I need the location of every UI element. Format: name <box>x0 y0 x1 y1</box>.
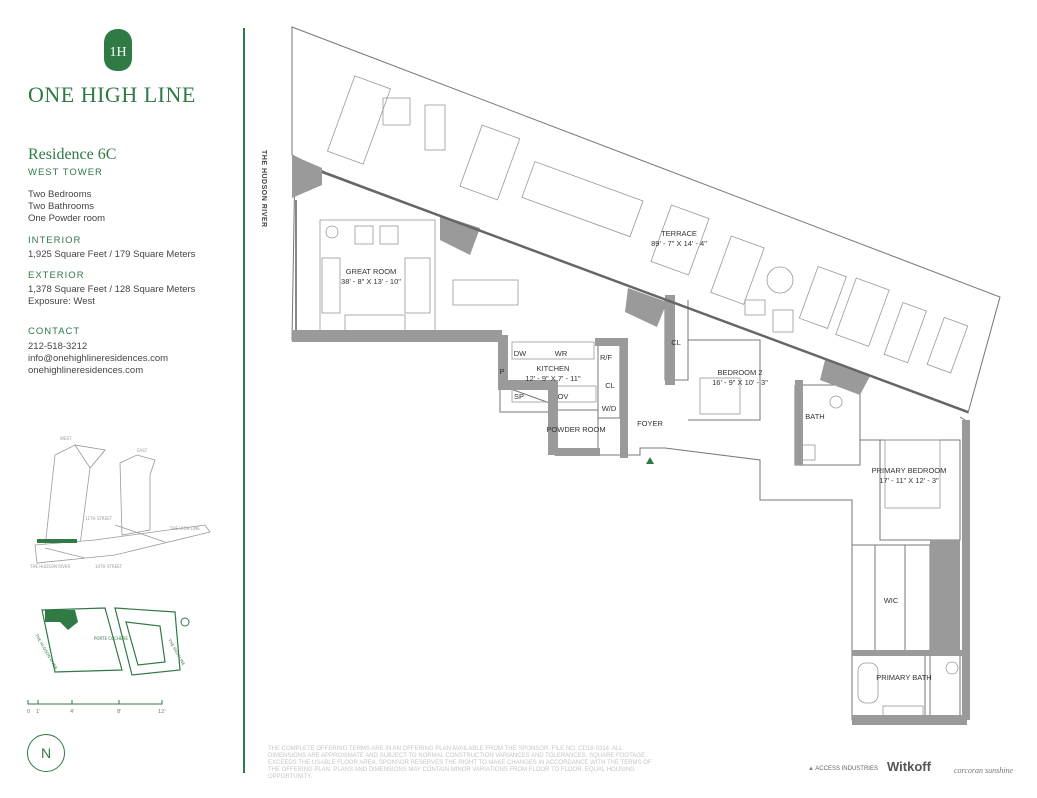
svg-text:11TH STREET: 11TH STREET <box>85 516 113 521</box>
svg-text:1': 1' <box>36 709 41 715</box>
floor-plan: THE HUDSON RIVER GREAT ROOM 38' - 8" X 1… <box>260 26 1001 725</box>
interior-area: 1,925 Square Feet / 179 Square Meters <box>28 249 196 260</box>
interior-heading: INTERIOR <box>28 235 82 246</box>
sidebar: 1H ONE HIGH LINE Residence 6C WEST TOWER… <box>0 0 245 798</box>
svg-text:12': 12' <box>158 709 166 715</box>
scale-bar: 0 1' 4' 8' 12' <box>27 700 166 715</box>
svg-text:THE HUDSON RIVER: THE HUDSON RIVER <box>34 632 59 670</box>
svg-text:EAST: EAST <box>137 448 148 453</box>
room-count-bedrooms: Two Bedrooms <box>28 189 92 200</box>
river-label: THE HUDSON RIVER <box>260 150 267 228</box>
svg-text:THE HUDSON RIVER: THE HUDSON RIVER <box>29 564 70 569</box>
access-industries-icon: ▲ <box>808 766 816 772</box>
ov-label: OV <box>558 392 569 401</box>
great-room-dims: 38' - 8" X 13' - 10" <box>341 277 401 286</box>
wic-label: WIC <box>884 596 899 605</box>
terrace-label: TERRACE <box>661 229 697 238</box>
contact-heading: CONTACT <box>28 326 81 337</box>
exposure: Exposure: West <box>28 296 95 307</box>
contact-website[interactable]: onehighlineresidences.com <box>28 365 144 376</box>
primary-bath-label: PRIMARY BATH <box>876 673 931 682</box>
svg-text:PORTE COCHERE: PORTE COCHERE <box>94 636 128 641</box>
kitchen-label: KITCHEN <box>537 364 570 373</box>
residence-title: Residence 6C <box>28 146 117 163</box>
corcoran-sunshine-logo: corcoran sunshine <box>954 766 1014 775</box>
sp-label: SP <box>514 392 524 401</box>
witkoff-logo: Witkoff <box>887 759 931 774</box>
svg-text:THE HIGH LINE: THE HIGH LINE <box>169 526 200 531</box>
great-room-label: GREAT ROOM <box>346 267 397 276</box>
pantry-label: P <box>499 367 504 376</box>
north-arrow: N <box>27 734 65 772</box>
one-high-line-logo-mark: 1H <box>104 29 132 71</box>
brand-name: ONE HIGH LINE <box>28 82 196 107</box>
bath-label: BATH <box>805 412 824 421</box>
primary-bedroom-label: PRIMARY BEDROOM <box>872 466 947 475</box>
bedroom2-label: BEDROOM 2 <box>717 368 762 377</box>
access-industries-logo: ▲ ACCESS INDUSTRIES <box>808 766 878 772</box>
room-count-powder: One Powder room <box>28 213 106 224</box>
legal-disclaimer: THE COMPLETE OFFERING TERMS ARE IN AN OF… <box>268 746 652 780</box>
contact-phone[interactable]: 212-518-3212 <box>28 341 88 352</box>
svg-text:1H: 1H <box>109 45 126 60</box>
foyer-label: FOYER <box>637 419 663 428</box>
building-site-diagram: WEST EAST THE HIGH LINE THE HUDSON RIVER… <box>29 436 211 569</box>
wd-label: W/D <box>602 404 617 413</box>
wr-label: WR <box>555 349 568 358</box>
kitchen-dims: 12' - 9" X 7' - 11" <box>525 374 580 383</box>
svg-text:10TH STREET: 10TH STREET <box>95 564 123 569</box>
rf-label: R/F <box>600 353 613 362</box>
contact-email[interactable]: info@onehighlineresidences.com <box>28 353 169 364</box>
primary-bedroom-dims: 17' - 11" X 12' - 3" <box>879 476 939 485</box>
hall-closet-label: CL <box>671 338 681 347</box>
exterior-area: 1,378 Square Feet / 128 Square Meters <box>28 284 196 295</box>
svg-text:4': 4' <box>70 709 75 715</box>
terrace-dims: 89' - 7" X 14' - 4" <box>651 239 707 248</box>
kitchen-closet-label: CL <box>605 381 615 390</box>
svg-text:THE HIGH LINE: THE HIGH LINE <box>167 637 187 667</box>
sidebar-divider <box>243 28 245 773</box>
bedroom2-dims: 16' - 9" X 10' - 3" <box>712 378 768 387</box>
powder-room-label: POWDER ROOM <box>546 425 605 434</box>
room-count-bathrooms: Two Bathrooms <box>28 201 94 212</box>
exterior-heading: EXTERIOR <box>28 270 85 281</box>
site-plan: THE HUDSON RIVER PORTE COCHERE THE HIGH … <box>34 607 190 676</box>
dw-label: DW <box>514 349 527 358</box>
svg-text:WEST: WEST <box>60 436 72 441</box>
tower-label: WEST TOWER <box>28 167 103 178</box>
svg-text:8': 8' <box>117 709 122 715</box>
svg-text:0: 0 <box>27 709 30 715</box>
